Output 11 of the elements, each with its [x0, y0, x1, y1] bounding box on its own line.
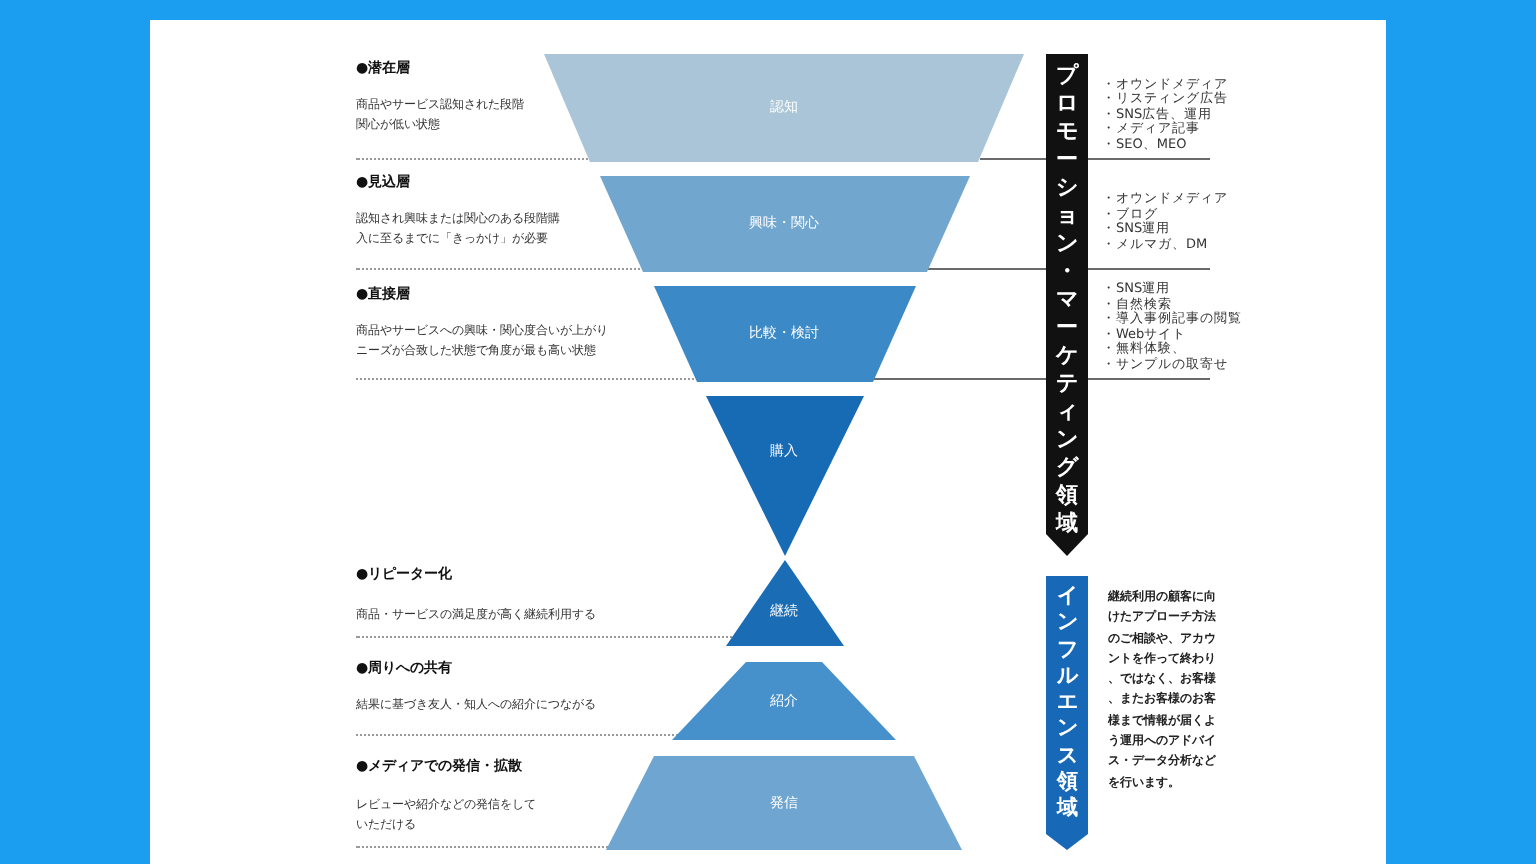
triangle-segment: [705, 396, 863, 556]
banner-label: インフルエンス領域: [1056, 584, 1078, 824]
triangle-segment: [725, 560, 843, 646]
funnel-segment: [653, 286, 915, 382]
vertical-banner: [1046, 54, 1088, 556]
vertical-banner: [1046, 576, 1088, 850]
funnel-segment: [672, 662, 896, 740]
funnel-segment: [544, 54, 1024, 162]
banner-label: プロモーション・マーケティング領域: [1056, 62, 1078, 538]
funnel-segment: [606, 756, 962, 850]
funnel-segment: [599, 176, 969, 272]
